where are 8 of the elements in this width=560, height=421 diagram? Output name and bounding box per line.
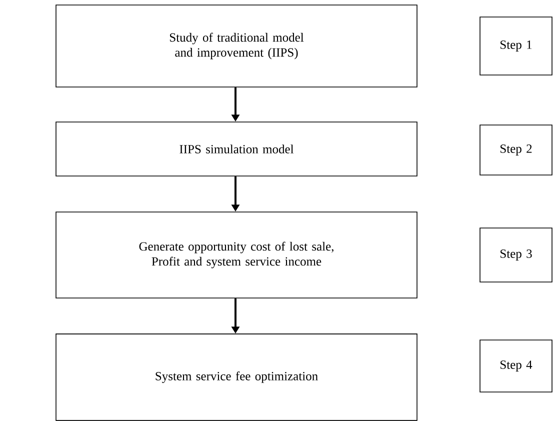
step-box: Step 2 bbox=[480, 124, 552, 176]
process-box: Generate opportunity cost of lost sale, Profit and system service income bbox=[56, 212, 418, 298]
process-box: Study of traditional model and improvement (IIPS) bbox=[56, 4, 418, 88]
step-box: Step 3 bbox=[480, 228, 552, 282]
step-box: Step 4 bbox=[480, 340, 552, 392]
process-box: IIPS simulation model bbox=[56, 122, 418, 176]
process-box: System service fee optimization bbox=[56, 334, 418, 421]
step-box: Step 1 bbox=[480, 16, 552, 76]
